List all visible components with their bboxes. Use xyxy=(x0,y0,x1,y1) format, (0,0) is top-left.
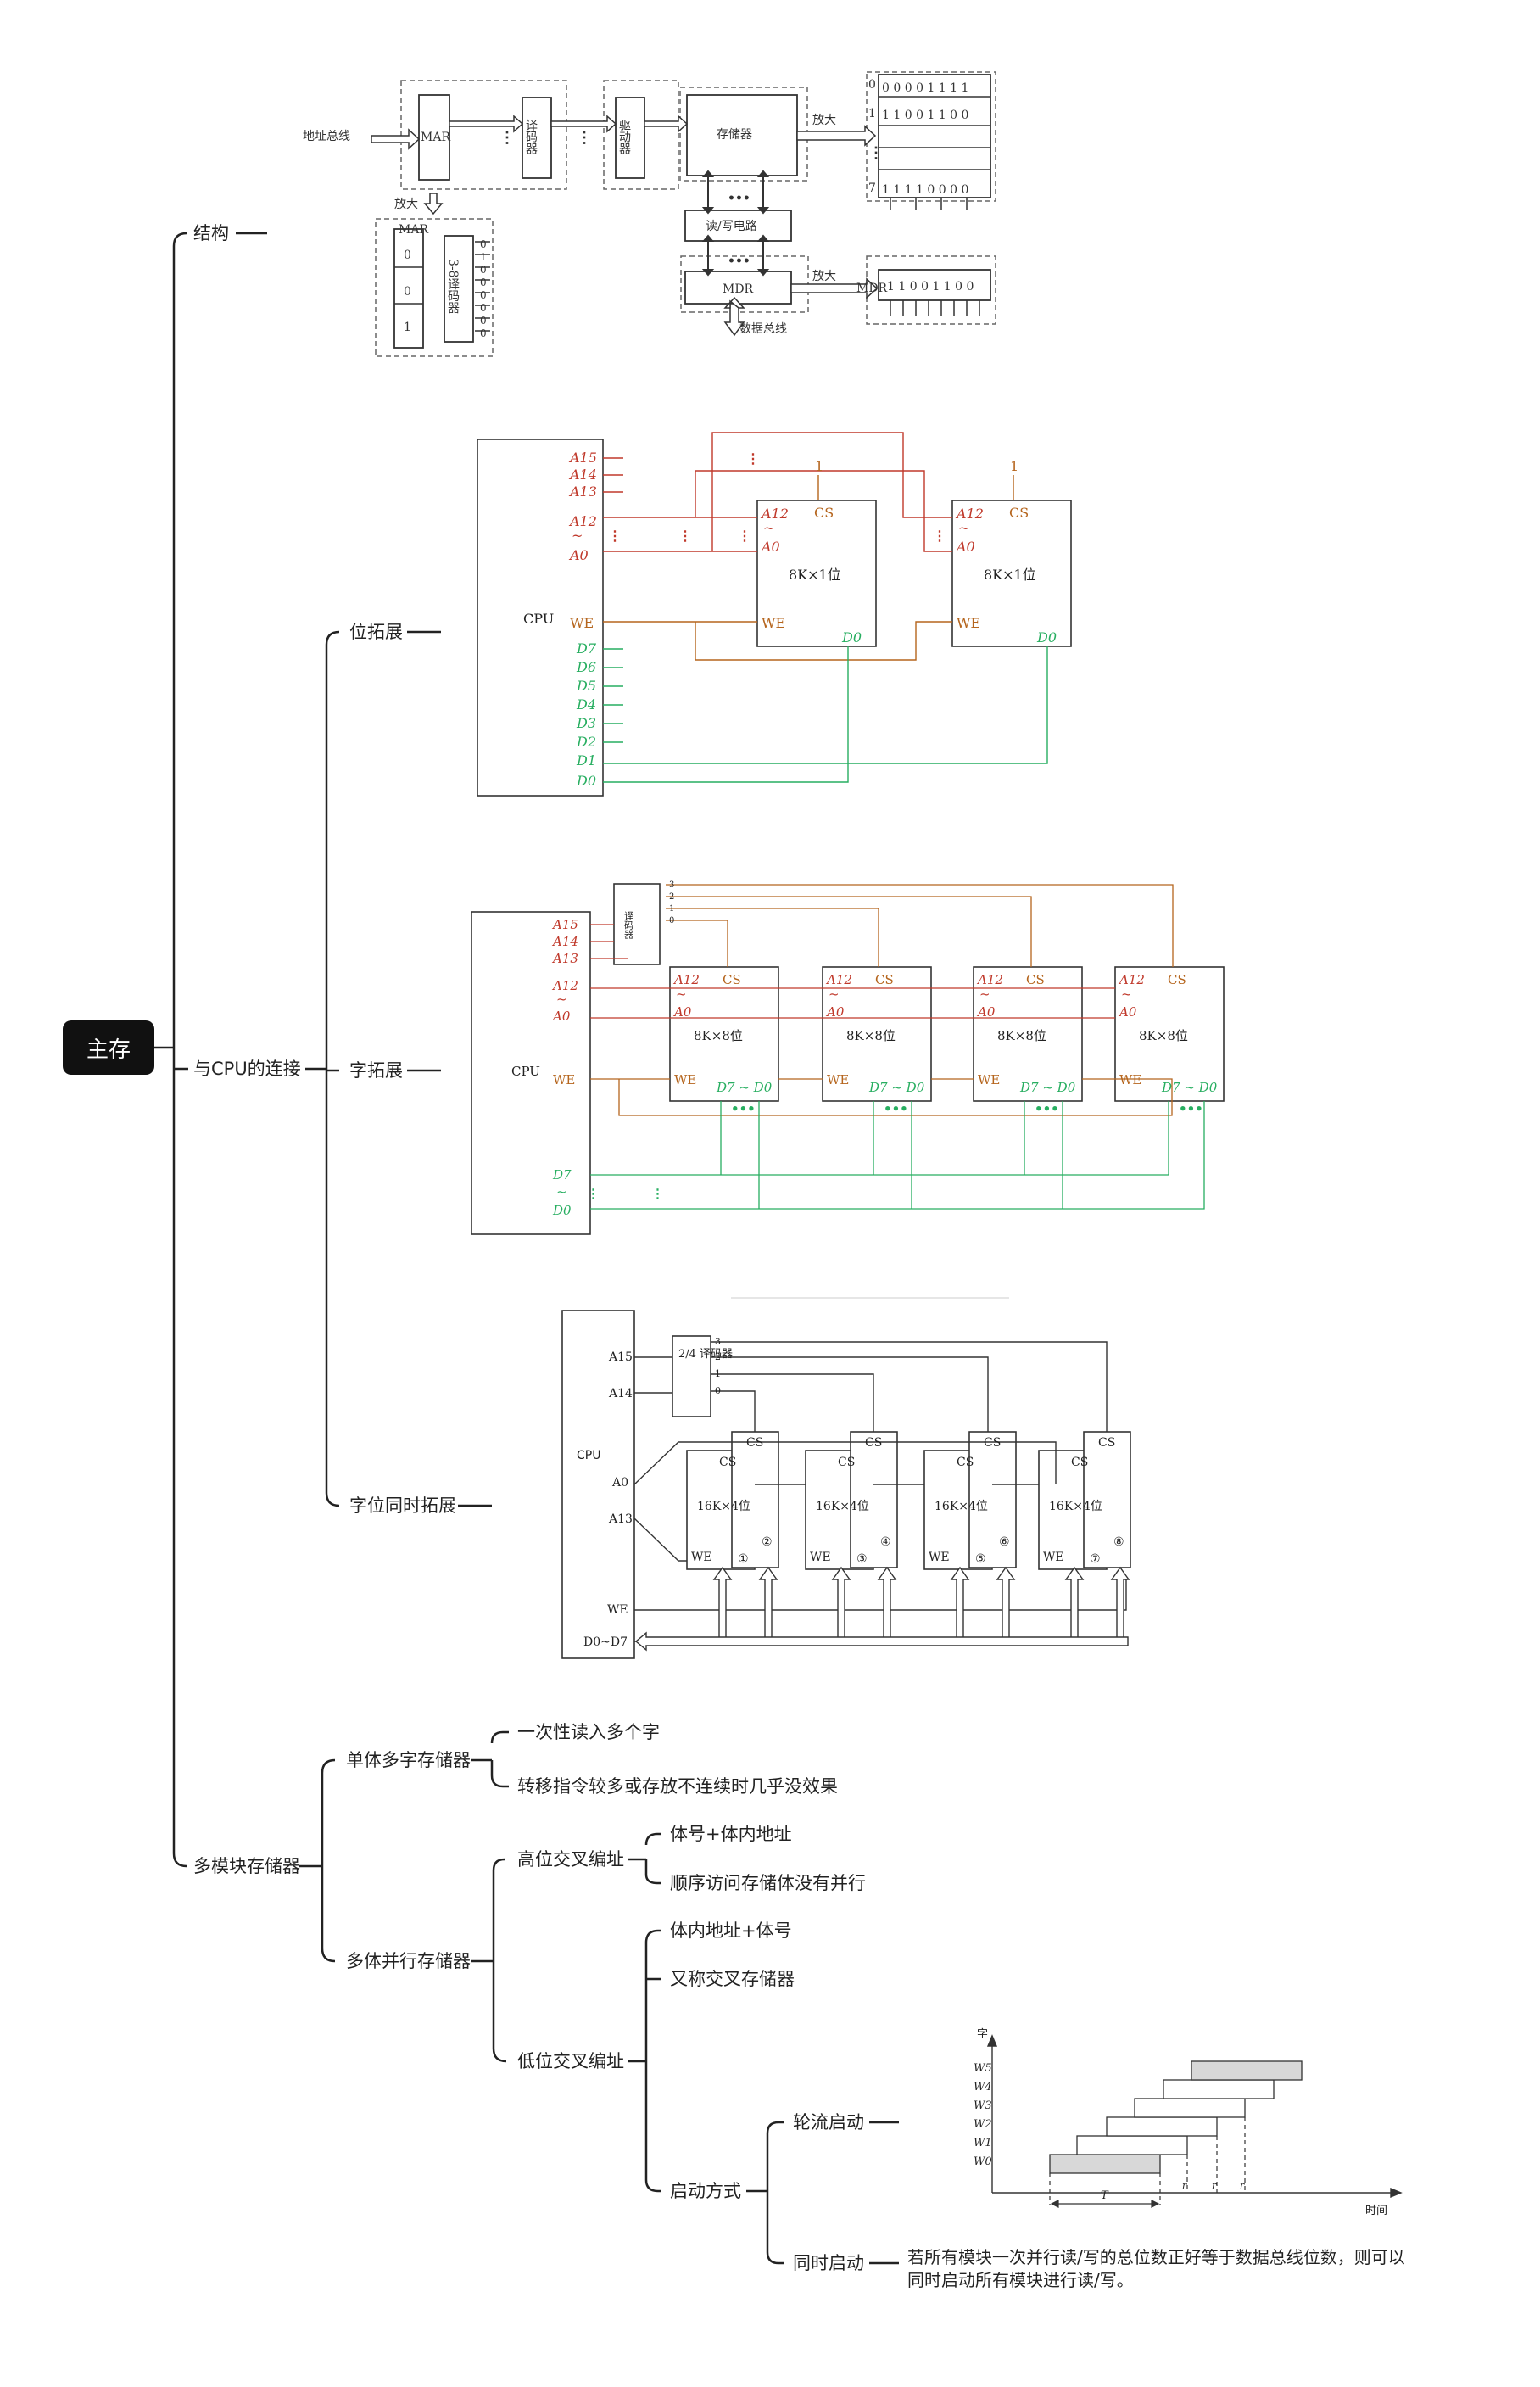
node-word-extension[interactable]: 字拓展 xyxy=(349,1060,403,1081)
leaf-high-1[interactable]: 体号+体内地址 xyxy=(670,1824,792,1844)
leaf-round-robin[interactable]: 轮流启动 xyxy=(793,2112,864,2133)
branch-structure[interactable]: 结构 xyxy=(193,223,229,243)
leaf-high-2[interactable]: 顺序访问存储体没有并行 xyxy=(670,1873,866,1893)
leaf-single-1[interactable]: 一次性读入多个字 xyxy=(517,1722,660,1742)
node-start-mode[interactable]: 启动方式 xyxy=(670,2181,741,2201)
branch-cpu-connection[interactable]: 与CPU的连接 xyxy=(193,1059,301,1079)
root-label: 主存 xyxy=(86,1037,131,1063)
leaf-simultaneous[interactable]: 同时启动 xyxy=(793,2253,864,2273)
leaf-single-2[interactable]: 转移指令较多或存放不连续时几乎没效果 xyxy=(517,1776,838,1797)
leaf-low-2[interactable]: 又称交叉存储器 xyxy=(670,1969,795,1989)
node-multi-bank-parallel[interactable]: 多体并行存储器 xyxy=(346,1951,471,1971)
leaf-low-1[interactable]: 体内地址+体号 xyxy=(670,1920,792,1941)
branch-multi-module[interactable]: 多模块存储器 xyxy=(193,1856,300,1876)
node-high-interleave[interactable]: 高位交叉编址 xyxy=(517,1849,624,1870)
node-bit-extension[interactable]: 位拓展 xyxy=(349,622,403,642)
simultaneous-note: 若所有模块一次并行读/写的总位数正好等于数据总线位数，则可以同时启动所有模块进行… xyxy=(907,2247,1405,2290)
node-word-bit-extension[interactable]: 字位同时拓展 xyxy=(349,1495,456,1516)
root-node-main-memory[interactable]: 主存 xyxy=(63,1020,154,1075)
node-single-multiword[interactable]: 单体多字存储器 xyxy=(346,1750,471,1770)
node-low-interleave[interactable]: 低位交叉编址 xyxy=(517,2051,624,2071)
